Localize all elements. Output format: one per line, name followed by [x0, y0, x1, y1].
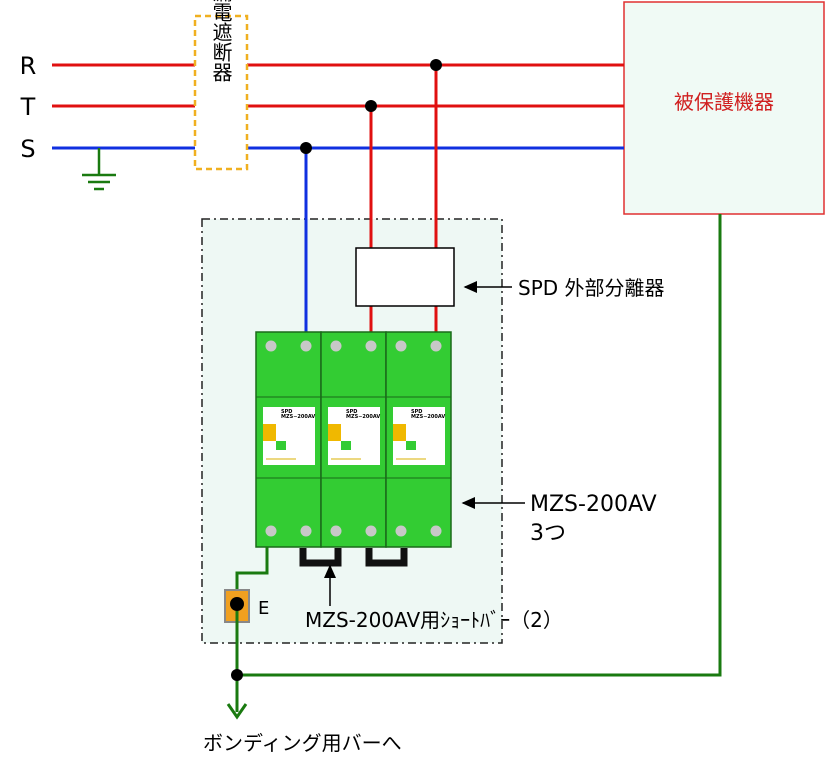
device-ground-wire — [237, 214, 722, 677]
spd-separator-box — [355, 247, 455, 307]
spd-terminal — [365, 340, 377, 352]
spd-label-indicator — [328, 424, 341, 441]
spd-terminal — [265, 525, 277, 537]
protected-device-label: 被保護機器 — [674, 90, 774, 114]
spd-label-indicator — [393, 424, 406, 441]
spd-terminal — [330, 340, 342, 352]
mzs-label-line2: 3つ — [530, 521, 566, 546]
spd-terminal — [265, 340, 277, 352]
spd-terminal — [300, 340, 312, 352]
phase-r-label: R — [20, 52, 37, 80]
short-bar-label: MZS-200AV用ｼｮｰﾄﾊﾞｰ（2） — [305, 608, 563, 632]
spd-module-brand: SPD — [411, 409, 422, 415]
spd-module-model: MZS−200AV — [411, 414, 445, 420]
ground-symbol — [82, 148, 116, 191]
junction-r — [430, 59, 442, 71]
protected-device-box — [623, 1, 825, 215]
bonding-arrowhead — [226, 703, 248, 720]
spd-ground-wire — [235, 547, 269, 603]
short-bar-1 — [299, 548, 342, 567]
spd-label-mark — [406, 441, 416, 450]
junction-t — [365, 100, 377, 112]
spd-terminal — [395, 525, 407, 537]
phase-t-label: T — [20, 93, 36, 121]
junction-ground — [231, 669, 243, 681]
spd-terminal — [430, 525, 442, 537]
spd-terminal — [430, 340, 442, 352]
junction-s — [300, 142, 312, 154]
leakage-breaker — [193, 14, 249, 171]
spd-terminal — [395, 340, 407, 352]
leakage-breaker-label: 漏電遮断器 — [209, 0, 233, 82]
spd-terminal — [330, 525, 342, 537]
earth-terminal-label: E — [258, 598, 269, 619]
spd-label-indicator — [263, 424, 276, 441]
spd-module-model: MZS−200AV — [346, 414, 380, 420]
short-bar-2 — [365, 548, 408, 567]
spd-terminal — [365, 525, 377, 537]
spd-module-brand: SPD — [281, 409, 292, 415]
phase-s-label: S — [20, 135, 35, 163]
spd-terminal — [300, 525, 312, 537]
spd-label-mark — [341, 441, 351, 450]
bonding-label: ボンディング用バーへ — [203, 731, 402, 755]
spd-module-model: MZS−200AV — [281, 414, 315, 420]
spd-label-mark — [276, 441, 286, 450]
earth-terminal-dot — [230, 597, 244, 611]
spd-separator-label: SPD 外部分離器 — [518, 276, 665, 300]
mzs-label-line1: MZS-200AV — [530, 492, 657, 517]
spd-module-brand: SPD — [346, 409, 357, 415]
